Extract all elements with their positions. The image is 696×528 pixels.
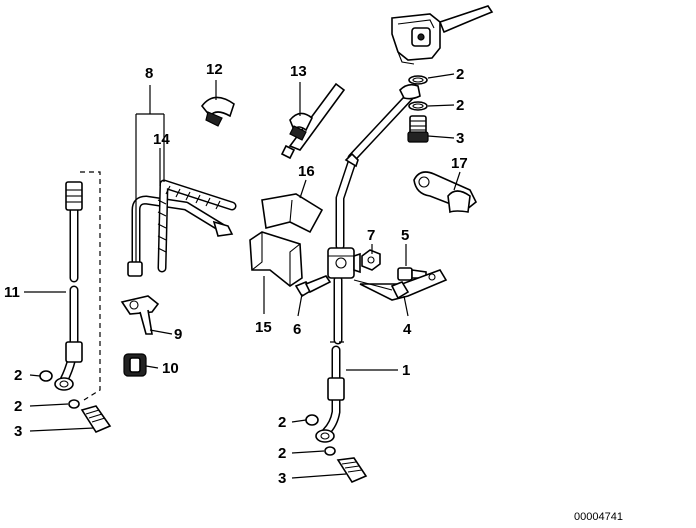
banjo-bolt-upper: [407, 115, 429, 143]
callout-2: 2: [278, 414, 286, 431]
reference-number: 00004741: [574, 511, 623, 523]
callout-15: 15: [255, 319, 272, 336]
brake-pipe-bent: [127, 195, 234, 277]
rubber-grommet: [123, 353, 147, 377]
callout-1: 1: [402, 362, 410, 379]
leader-lines: [24, 73, 461, 479]
banjo-bolt-lower-right: [336, 457, 368, 484]
seal-ring-lower-1: [305, 414, 319, 426]
mounting-bracket: [353, 269, 448, 301]
callout-3: 3: [278, 470, 286, 487]
seal-ring-left-1: [39, 370, 53, 382]
protective-hose-sleeve: [157, 179, 237, 273]
cover-cap: [261, 193, 324, 234]
callout-3: 3: [456, 130, 464, 147]
callout-4: 4: [403, 321, 412, 338]
callout-6: 6: [293, 321, 301, 338]
central-brake-pipe: [333, 152, 359, 345]
callout-8: 8: [145, 65, 153, 82]
callout-12: 12: [206, 61, 223, 78]
pipe-holder: [120, 295, 160, 335]
callout-16: 16: [298, 163, 315, 180]
callout-2: 2: [456, 66, 464, 83]
hex-nut: [361, 249, 381, 271]
callout-17: 17: [451, 155, 468, 172]
hose-bracket: [413, 171, 478, 214]
callout-labels: 1 2 2 3 2 2 3 2 2 3 4 5 6 7 8 9 10 11 12…: [4, 61, 468, 487]
callout-2: 2: [456, 97, 464, 114]
callout-2: 2: [278, 445, 286, 462]
upper-brake-line: [347, 83, 421, 163]
distributor-block: [327, 247, 361, 279]
callout-13: 13: [290, 63, 307, 80]
seal-ring-upper-2: [408, 101, 428, 111]
cable-clamp: [280, 82, 346, 160]
brake-hose-rear: [54, 171, 101, 401]
hose-clip: [200, 96, 235, 127]
master-cylinder: [391, 5, 494, 65]
callout-5: 5: [401, 227, 409, 244]
hex-bolt: [294, 275, 332, 298]
seal-ring-lower-2: [324, 446, 336, 456]
seal-ring-upper-1: [408, 75, 428, 85]
rubber-cushion: [249, 231, 303, 287]
seal-ring-left-2: [68, 399, 80, 409]
callout-9: 9: [174, 326, 182, 343]
callout-14: 14: [153, 131, 170, 148]
callout-3: 3: [14, 423, 22, 440]
callout-7: 7: [367, 227, 375, 244]
callout-10: 10: [162, 360, 179, 377]
callout-2: 2: [14, 367, 22, 384]
brake-hose-front: [315, 341, 346, 443]
callout-11: 11: [4, 284, 20, 301]
banjo-bolt-left: [80, 405, 112, 434]
callout-2: 2: [14, 398, 22, 415]
